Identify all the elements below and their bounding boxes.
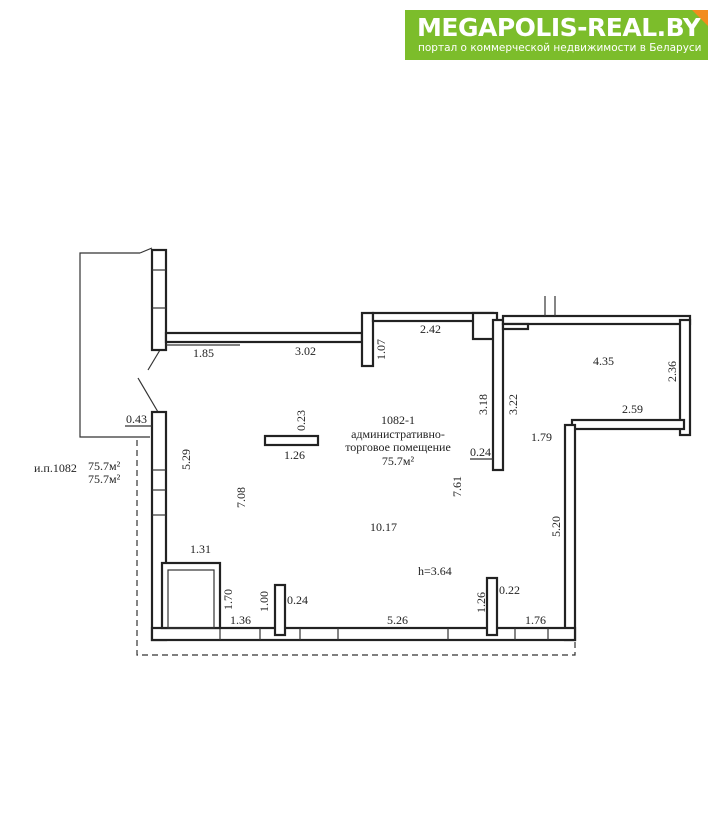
dimension-label: 4.35 bbox=[593, 354, 614, 368]
dimension-label: 1.26 bbox=[474, 592, 488, 613]
dimension-label: 5.26 bbox=[387, 613, 408, 627]
dimension-label: 5.20 bbox=[549, 516, 563, 537]
dimension-label: 0.43 bbox=[126, 412, 147, 426]
dimension-label: 2.42 bbox=[420, 322, 441, 336]
dimension-label: 1.76 bbox=[525, 613, 546, 627]
room-id: 1082-1 bbox=[381, 413, 415, 427]
side-area-1: 75.7м² bbox=[88, 459, 121, 473]
dimension-label: 1.26 bbox=[284, 448, 305, 462]
side-id: и.п.1082 bbox=[34, 461, 77, 475]
logo-corner-fold bbox=[692, 10, 708, 26]
dimension-label: 3.22 bbox=[506, 394, 520, 415]
dimension-label: 0.22 bbox=[499, 583, 520, 597]
dimension-label: 0.23 bbox=[294, 410, 308, 431]
dimension-label: 1.36 bbox=[230, 613, 251, 627]
room-area: 75.7м² bbox=[382, 454, 415, 468]
dimension-label: 0.24 bbox=[287, 593, 308, 607]
dimension-label: 2.36 bbox=[665, 361, 679, 382]
dimension-label: 1.31 bbox=[190, 542, 211, 556]
room-height: h=3.64 bbox=[418, 564, 452, 578]
dimension-label: 5.29 bbox=[179, 449, 193, 470]
dimension-label: 3.02 bbox=[295, 344, 316, 358]
stair-line bbox=[139, 247, 153, 254]
dimension-label: 10.17 bbox=[370, 520, 397, 534]
logo-title: MEGAPOLIS-REAL.BY bbox=[417, 13, 701, 42]
dimension-labels: 1.85 3.02 2.42 4.35 2.59 0.43 1.26 0.24 … bbox=[126, 322, 679, 627]
dimension-label: 1.07 bbox=[374, 339, 388, 360]
dimension-label: 3.18 bbox=[476, 394, 490, 415]
dimension-label: 7.08 bbox=[234, 487, 248, 508]
boundary-dashed bbox=[136, 440, 576, 656]
dimension-label: 0.24 bbox=[470, 445, 491, 459]
side-area-2: 75.7м² bbox=[88, 472, 121, 486]
dimension-label: 2.59 bbox=[622, 402, 643, 416]
dimension-label: 1.00 bbox=[257, 591, 271, 612]
door-swing-lower bbox=[137, 377, 159, 413]
adjacent-area-outline bbox=[79, 252, 150, 438]
dimension-label: 1.85 bbox=[193, 346, 214, 360]
logo-subtitle: портал о коммерческой недвижимости в Бел… bbox=[418, 42, 702, 54]
site-logo[interactable]: MEGAPOLIS-REAL.BY портал о коммерческой … bbox=[405, 10, 708, 60]
room-name-line2: торговое помещение bbox=[345, 440, 451, 454]
dimension-label: 7.61 bbox=[450, 476, 464, 497]
door-swing-upper bbox=[147, 349, 161, 371]
dimension-label: 1.79 bbox=[531, 430, 552, 444]
room-name-line1: административно- bbox=[351, 427, 445, 441]
walls bbox=[150, 248, 692, 642]
dimension-label: 1.70 bbox=[221, 589, 235, 610]
